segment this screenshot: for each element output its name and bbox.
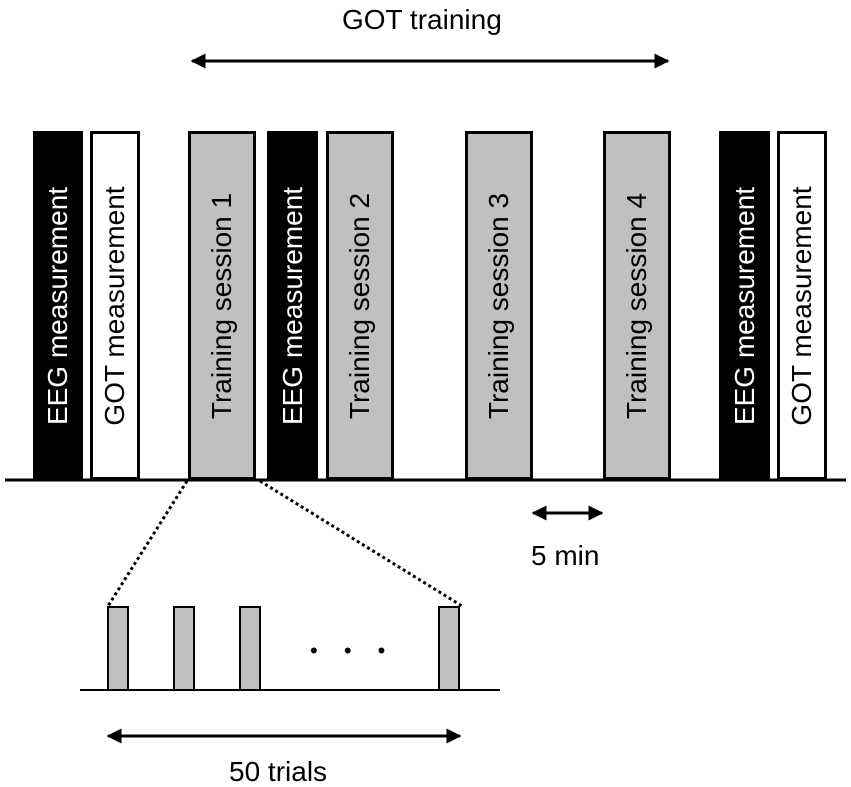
block-label: Training session 4 bbox=[621, 192, 652, 419]
trial-bar bbox=[438, 606, 460, 691]
training-session-4: Training session 4 bbox=[603, 131, 671, 480]
trials-label: 50 trials bbox=[229, 756, 328, 787]
ellipsis: • • • bbox=[310, 638, 396, 663]
zoom-line-right bbox=[259, 479, 463, 608]
trial-bar bbox=[239, 606, 261, 691]
got-training-label: GOT training bbox=[342, 4, 502, 35]
block-label: Training session 2 bbox=[344, 192, 375, 419]
block-label: EEG measurement bbox=[728, 186, 760, 425]
block-label: EEG measurement bbox=[276, 186, 308, 425]
block-label: Training session 3 bbox=[483, 192, 514, 419]
eeg-measurement-pre: EEG measurement bbox=[33, 131, 83, 480]
block-label: GOT measurement bbox=[99, 185, 130, 426]
training-session-3: Training session 3 bbox=[465, 131, 533, 480]
training-session-1: Training session 1 bbox=[188, 131, 256, 480]
trial-bar bbox=[173, 606, 195, 691]
trial-bar bbox=[107, 606, 129, 691]
block-label: GOT measurement bbox=[786, 185, 817, 426]
block-label: Training session 1 bbox=[206, 192, 237, 419]
got-measurement-pre: GOT measurement bbox=[90, 131, 140, 480]
interval-label: 5 min bbox=[531, 540, 600, 571]
eeg-measurement-post: EEG measurement bbox=[719, 131, 770, 480]
eeg-measurement-mid: EEG measurement bbox=[267, 131, 318, 480]
training-session-2: Training session 2 bbox=[326, 131, 394, 480]
zoom-line-left bbox=[106, 480, 189, 607]
block-label: EEG measurement bbox=[42, 186, 73, 425]
got-measurement-post: GOT measurement bbox=[777, 131, 827, 480]
